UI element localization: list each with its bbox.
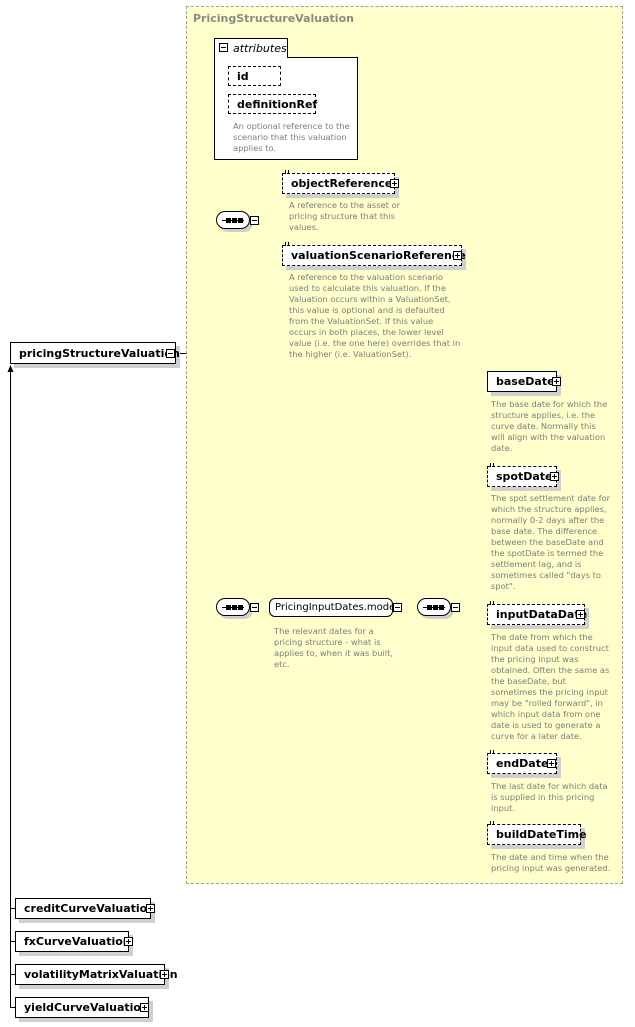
expand-icon[interactable]: [453, 251, 462, 260]
derived-label: fxCurveValuation: [24, 935, 131, 948]
sequence-compositor[interactable]: [417, 598, 451, 616]
attributes-header: attributes: [233, 42, 287, 55]
derived-creditcurvevaluation[interactable]: creditCurveValuation: [15, 898, 155, 919]
element-label: spotDate: [496, 470, 553, 483]
derived-yieldcurvevaluation[interactable]: yieldCurveValuation: [15, 997, 149, 1018]
attribute-doc: An optional reference to the scenario th…: [233, 121, 350, 153]
sequence-compositor[interactable]: [216, 211, 250, 229]
expand-icon[interactable]: [547, 759, 556, 768]
element-inputdatadate[interactable]: inputDataDate: [487, 601, 588, 625]
element-doc: The date from which the input data used …: [491, 632, 610, 741]
element-label: endDate: [496, 757, 549, 770]
expand-icon[interactable]: [124, 937, 133, 946]
element-doc: The base date for which the structure ap…: [491, 399, 608, 453]
root-element-label: pricingStructureValuation: [19, 346, 180, 360]
expand-icon[interactable]: [390, 179, 399, 188]
root-element[interactable]: pricingStructureValuation: [10, 342, 180, 364]
expand-icon[interactable]: [552, 377, 561, 386]
collapse-icon[interactable]: [393, 603, 402, 612]
element-label: valuationScenarioReference: [291, 249, 466, 262]
element-label: objectReference: [291, 177, 393, 190]
derived-fxcurvevaluation[interactable]: fxCurveValuation: [15, 931, 131, 952]
collapse-icon[interactable]: [250, 216, 259, 225]
group-pricinginputdates[interactable]: PricingInputDates.model: [269, 598, 398, 617]
element-label: buildDateTime: [496, 828, 587, 841]
attributes-tab[interactable]: attributes: [214, 38, 288, 58]
attribute-label: definitionRef: [237, 97, 318, 111]
element-doc: The date and time when the pricing input…: [491, 852, 611, 873]
derived-volatilitymatrixvaluation[interactable]: volatilityMatrixValuation: [15, 964, 178, 985]
collapse-icon[interactable]: [219, 43, 228, 52]
element-basedate[interactable]: baseDate: [487, 371, 557, 392]
derived-label: yieldCurveValuation: [24, 1001, 149, 1014]
collapse-icon[interactable]: [166, 349, 175, 358]
type-title: PricingStructureValuation: [193, 12, 354, 25]
expand-icon[interactable]: [550, 472, 559, 481]
element-builddatetime[interactable]: buildDateTime: [487, 821, 587, 845]
element-doc: The spot settlement date for which the s…: [491, 493, 611, 591]
attribute-definitionref[interactable]: definitionRef: [228, 94, 318, 114]
collapse-icon[interactable]: [451, 603, 460, 612]
expand-icon[interactable]: [140, 1003, 149, 1012]
expand-icon[interactable]: [146, 904, 155, 913]
expand-icon[interactable]: [576, 610, 585, 619]
derived-label: volatilityMatrixValuation: [24, 968, 178, 981]
sequence-compositor[interactable]: [216, 598, 250, 616]
element-doc: A reference to the asset or pricing stru…: [289, 200, 400, 232]
element-label: inputDataDate: [496, 608, 588, 621]
element-label: baseDate: [496, 375, 555, 388]
element-doc: A reference to the valuation scenario us…: [289, 272, 461, 359]
attribute-id[interactable]: id: [228, 66, 281, 86]
collapse-icon[interactable]: [250, 603, 259, 612]
element-objectreference[interactable]: objectReference: [282, 170, 395, 194]
element-valuationscenarioreference[interactable]: valuationScenarioReference: [282, 242, 466, 266]
element-doc: The last date for which data is supplied…: [491, 781, 608, 813]
element-enddate[interactable]: endDate: [487, 750, 557, 774]
derived-label: creditCurveValuation: [24, 902, 156, 915]
element-spotdate[interactable]: spotDate: [487, 463, 557, 487]
attribute-label: id: [237, 69, 249, 83]
group-label: PricingInputDates.model: [275, 602, 399, 613]
group-doc: The relevant dates for a pricing structu…: [274, 626, 393, 669]
expand-icon[interactable]: [160, 970, 169, 979]
